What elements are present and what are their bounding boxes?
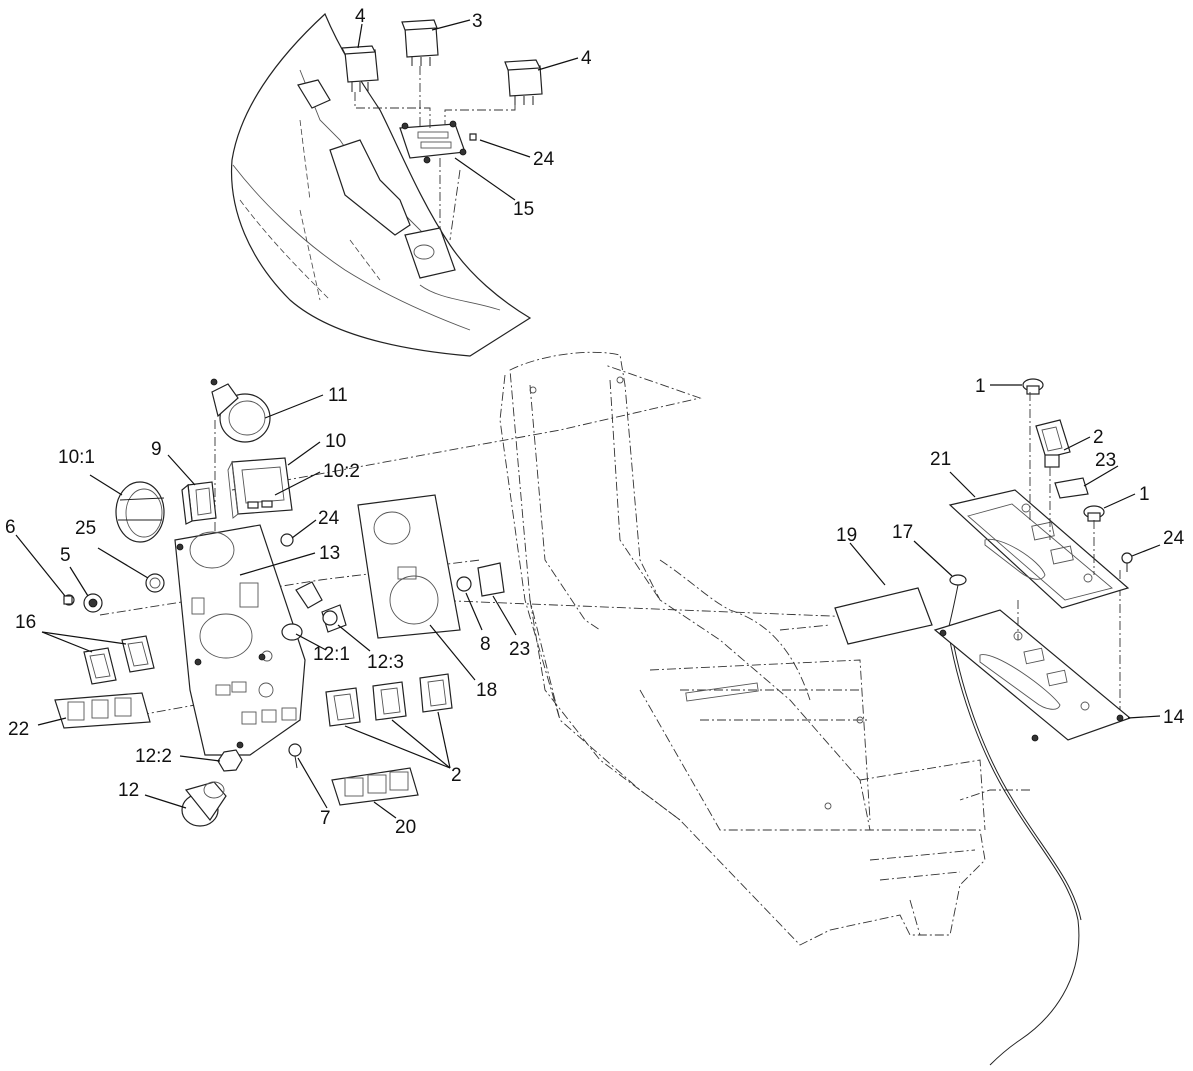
- knob-24-left: [280, 533, 294, 547]
- callout-12-3: 12:3: [367, 652, 404, 673]
- decal-19: [834, 587, 933, 645]
- knob-8: [456, 576, 472, 592]
- switch-2-right: [1035, 419, 1071, 468]
- rocker-switches-16: [83, 635, 155, 685]
- upper-dash-assembly: [230, 12, 532, 357]
- callout-12-1: 12:1: [313, 644, 350, 665]
- callout-17: 17: [892, 522, 913, 543]
- callout-18: 18: [476, 680, 497, 701]
- plate-21: [948, 489, 1130, 609]
- callout-15: 15: [513, 199, 534, 220]
- plug-6: [63, 594, 75, 606]
- callout-23-left: 23: [509, 639, 530, 660]
- leader-lines: [15, 19, 1161, 819]
- callout-8: 8: [480, 634, 491, 655]
- callout-24-left: 24: [318, 508, 340, 529]
- upper-rocker-switch-center: [401, 19, 439, 66]
- callout-1-lower: 1: [1139, 484, 1150, 505]
- grommet-25: [145, 573, 165, 593]
- cap-23-right: [1054, 477, 1089, 499]
- gauge-11: [210, 378, 271, 560]
- upper-switch-plate: [399, 120, 477, 164]
- callout-12-2: 12:2: [135, 746, 172, 767]
- callout-19: 19: [836, 525, 857, 546]
- main-dash-panel-13: [174, 524, 306, 756]
- upper-rocker-switch-right: [504, 59, 543, 105]
- screw-24-right: [1121, 552, 1133, 572]
- power-outlet-12: [181, 781, 227, 827]
- cable-17: [947, 574, 1082, 1066]
- callout-11: 11: [328, 385, 348, 406]
- ring-12-1: [281, 623, 303, 641]
- switch-9: [181, 481, 217, 525]
- callout-4-top-left: 4: [355, 6, 366, 27]
- callout-2-bottom: 2: [451, 765, 462, 786]
- upper-rocker-switch-left: [341, 45, 379, 92]
- callout-labels: 4 3 4 24 15 11 9 10 10:1 10:2 24 6 25 13…: [5, 6, 1185, 838]
- callout-10-1: 10:1: [58, 447, 95, 468]
- callout-25: 25: [75, 518, 96, 539]
- nut-5: [83, 593, 103, 613]
- plate-14: [933, 609, 1132, 742]
- callout-24-right: 24: [1163, 528, 1185, 549]
- callout-1-top: 1: [975, 376, 986, 397]
- button-1-top: [1022, 378, 1044, 395]
- overlay-panel-18: [357, 494, 461, 639]
- center-console: [499, 351, 986, 946]
- callout-21: 21: [930, 449, 951, 470]
- screw-7: [288, 743, 302, 769]
- upper-dash-projection-lines: [354, 66, 516, 241]
- callout-10-2: 10:2: [323, 461, 360, 482]
- callout-22: 22: [8, 719, 29, 740]
- callout-16: 16: [15, 612, 36, 633]
- callout-20: 20: [395, 817, 416, 838]
- gauge-bezel-10-1: [115, 481, 165, 543]
- callout-2-right: 2: [1093, 427, 1104, 448]
- key-switch-12-3: [295, 581, 347, 633]
- callout-13: 13: [319, 543, 340, 564]
- callout-23-right: 23: [1095, 450, 1116, 471]
- callout-7: 7: [320, 808, 331, 829]
- callout-10: 10: [325, 431, 346, 452]
- bezel-plate-22: [54, 692, 151, 729]
- callout-24-top: 24: [533, 149, 555, 170]
- callout-4-top-right: 4: [581, 48, 592, 69]
- display-10: [227, 457, 293, 519]
- bezel-plate-20: [331, 767, 419, 806]
- cap-23-left: [477, 562, 505, 597]
- right-projection-lines: [1017, 392, 1095, 640]
- rocker-switches-2-bottom: [325, 673, 453, 727]
- callout-12: 12: [118, 780, 139, 801]
- button-1-lower: [1083, 505, 1105, 522]
- callout-6: 6: [5, 517, 16, 538]
- callout-14: 14: [1163, 707, 1185, 728]
- callout-5: 5: [60, 545, 71, 566]
- callout-9: 9: [151, 439, 162, 460]
- callout-3: 3: [472, 11, 483, 32]
